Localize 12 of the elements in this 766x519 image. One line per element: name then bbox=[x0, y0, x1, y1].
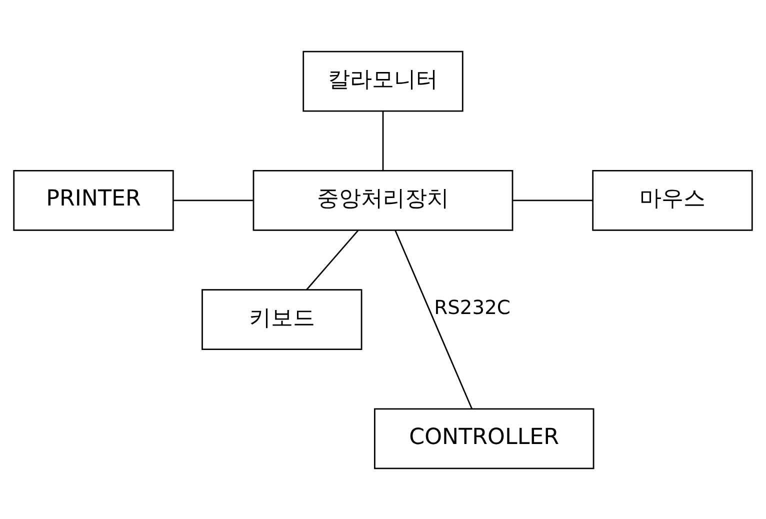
connector bbox=[382, 110, 384, 170]
edge-label: RS232C bbox=[434, 296, 510, 319]
node-box: CONTROLLER bbox=[374, 408, 594, 469]
connector bbox=[173, 199, 254, 201]
node-box: 중앙처리장치 bbox=[252, 169, 514, 230]
connector bbox=[394, 229, 472, 409]
node-box: PRINTER bbox=[13, 169, 174, 230]
node-box: 칼라모니터 bbox=[302, 50, 464, 112]
connector bbox=[306, 230, 359, 290]
node-box: 마우스 bbox=[592, 169, 753, 230]
connector bbox=[513, 199, 593, 201]
node-box: 키보드 bbox=[202, 288, 362, 350]
